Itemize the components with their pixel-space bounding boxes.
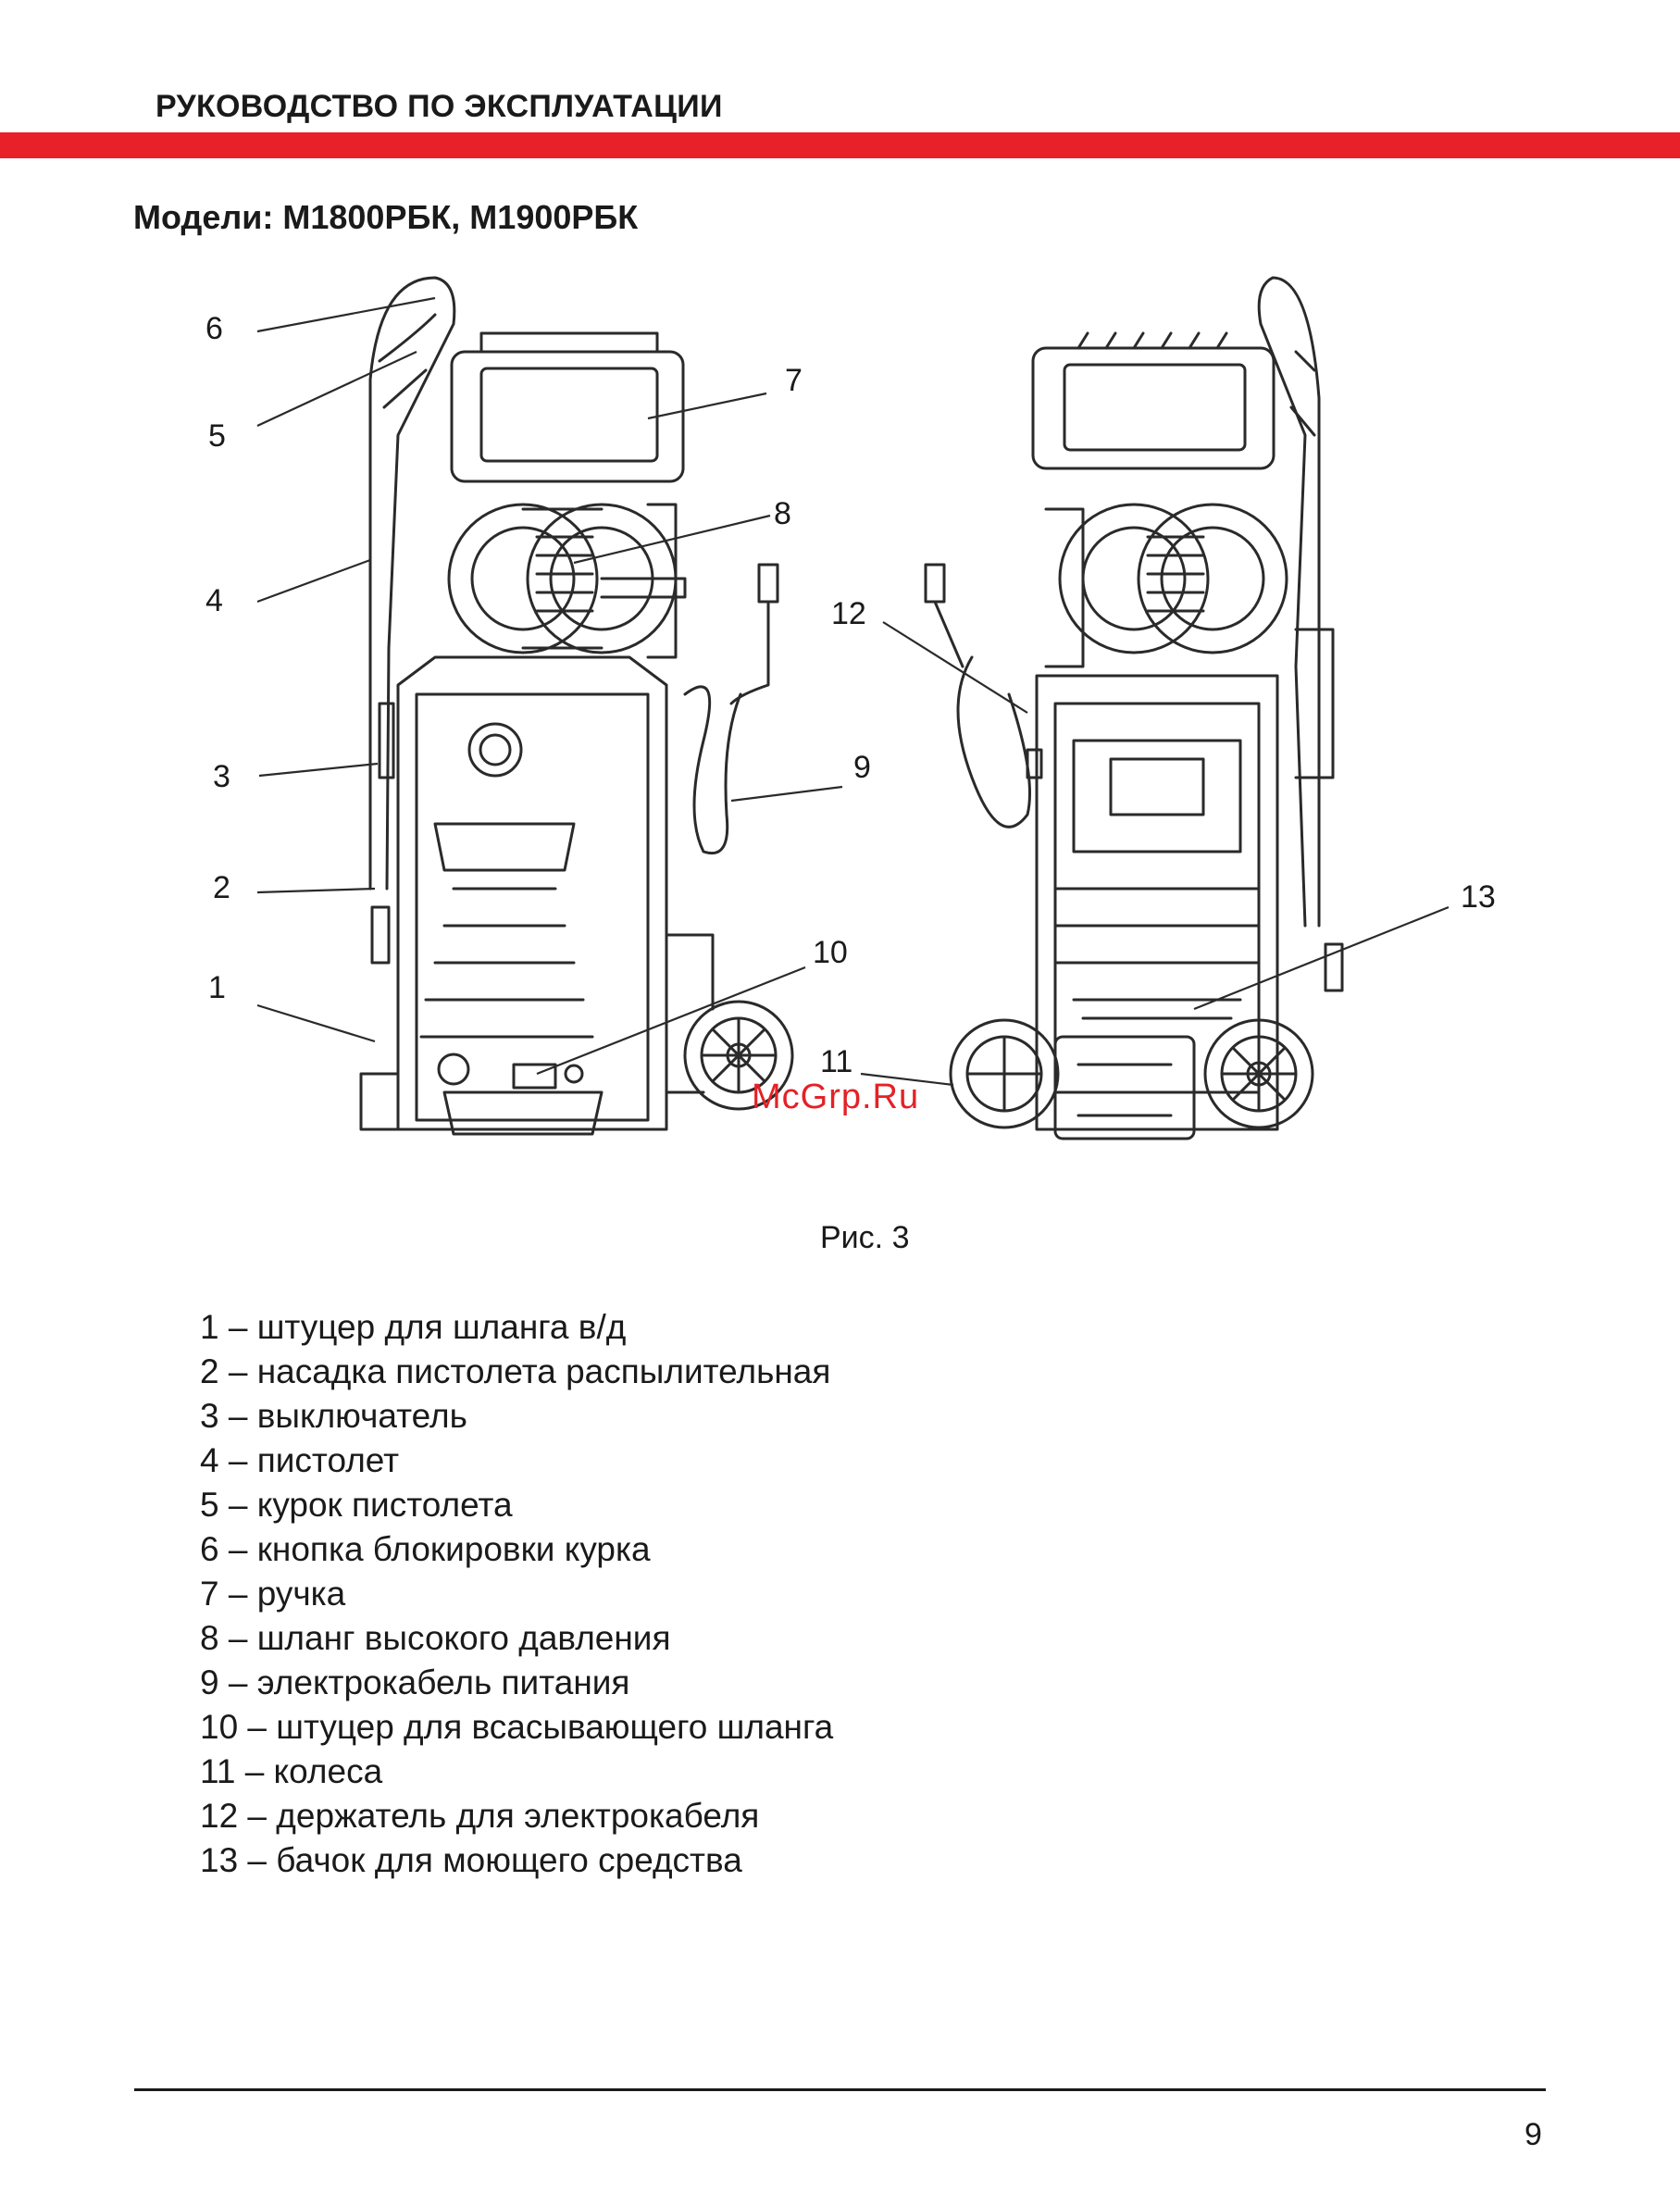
callout-1: 1 (208, 970, 226, 1005)
legend-item: 13 – бачок для моющего средства (200, 1841, 742, 1879)
legend-item: 3 – выключатель (200, 1397, 467, 1435)
pressure-washer-drawing (256, 276, 1450, 1140)
callout-6: 6 (205, 311, 223, 346)
callout-5: 5 (208, 418, 226, 454)
figure-pressure-washer: 6 5 7 8 4 12 3 9 2 13 1 10 11 (0, 259, 1680, 1185)
page-header-title: РУКОВОДСТВО ПО ЭКСПЛУАТАЦИИ (156, 89, 723, 124)
legend-item: 12 – держатель для электрокабеля (200, 1797, 760, 1835)
callout-3: 3 (213, 759, 230, 794)
callout-8: 8 (774, 496, 791, 531)
parts-legend: 1 – штуцер для шланга в/д 2 – насадка пи… (200, 1305, 833, 1883)
figure-caption: Рис. 3 (820, 1220, 910, 1255)
legend-item: 2 – насадка пистолета распылительная (200, 1352, 831, 1390)
legend-item: 11 – колеса (200, 1752, 383, 1790)
callout-12: 12 (831, 596, 866, 631)
callout-13: 13 (1461, 879, 1496, 915)
callout-7: 7 (785, 363, 803, 398)
callout-10: 10 (813, 935, 848, 970)
legend-item: 10 – штуцер для всасывающего шланга (200, 1708, 834, 1746)
legend-item: 1 – штуцер для шланга в/д (200, 1308, 627, 1346)
legend-item: 4 – пистолет (200, 1441, 400, 1479)
callout-4: 4 (205, 583, 223, 618)
callout-2: 2 (213, 870, 230, 905)
callout-9: 9 (853, 750, 871, 785)
legend-item: 7 – ручка (200, 1575, 346, 1613)
watermark: McGrp.Ru (752, 1078, 920, 1116)
footer-rule (134, 2088, 1546, 2091)
models-title: Модели: М1800РБК, М1900РБК (133, 198, 639, 236)
legend-item: 6 – кнопка блокировки курка (200, 1530, 651, 1568)
page-number: 9 (1524, 2117, 1542, 2152)
legend-item: 5 – курок пистолета (200, 1486, 513, 1524)
callout-11: 11 (820, 1044, 853, 1079)
legend-item: 9 – электрокабель питания (200, 1663, 630, 1701)
legend-item: 8 – шланг высокого давления (200, 1619, 671, 1657)
header-red-bar (0, 132, 1680, 158)
